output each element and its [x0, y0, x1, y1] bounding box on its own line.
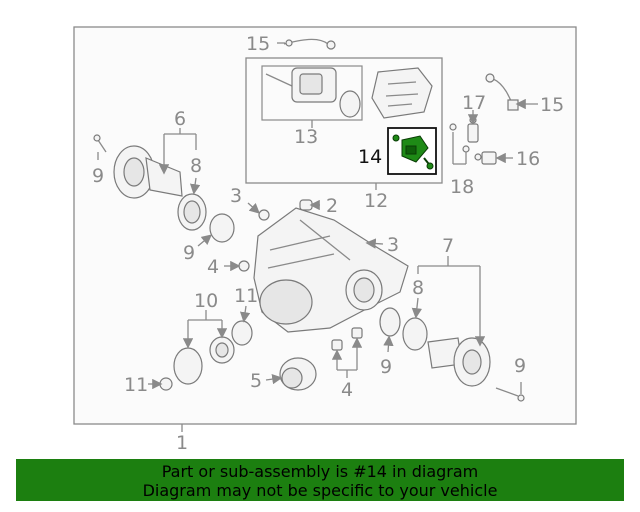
- cover-12: [371, 67, 433, 119]
- label-1: 1: [176, 432, 188, 454]
- footer-line-2: Diagram may not be specific to your vehi…: [142, 481, 498, 500]
- bolt-9-right: [495, 387, 525, 402]
- bolt-3-top: [258, 209, 270, 221]
- label-3-right: 3: [387, 234, 399, 256]
- label-16: 16: [516, 148, 540, 170]
- parts-diagram: 15 15 17 16 18 13 14 12 9 6 8 9 3 2 3 4 …: [73, 26, 577, 454]
- label-4-lower: 4: [341, 379, 353, 401]
- label-3-top: 3: [230, 185, 242, 207]
- label-8-left: 8: [190, 155, 202, 177]
- seal-11-mid: [231, 320, 253, 346]
- label-13: 13: [294, 126, 318, 148]
- differential-housing: [253, 207, 409, 333]
- bolt-4-left: [238, 260, 250, 272]
- label-9-mid-left: 9: [183, 242, 195, 264]
- label-9-mid-right: 9: [380, 356, 392, 378]
- label-6: 6: [174, 108, 186, 130]
- label-2: 2: [326, 195, 338, 217]
- label-11-left: 11: [124, 374, 148, 396]
- pinion-10: [173, 336, 235, 385]
- actuator-13: [265, 67, 361, 118]
- ring-9-left: [209, 213, 235, 243]
- label-15-right: 15: [540, 94, 564, 116]
- label-15-top: 15: [246, 33, 270, 55]
- label-11-mid: 11: [234, 285, 258, 307]
- label-9-right: 9: [514, 355, 526, 377]
- label-9-top-left: 9: [92, 165, 104, 187]
- flange-6-left: [113, 145, 183, 199]
- label-10: 10: [194, 290, 218, 312]
- label-7: 7: [442, 235, 454, 257]
- mount-5: [279, 357, 317, 391]
- sensor-15-top: [283, 38, 336, 50]
- plug-2: [299, 199, 313, 211]
- seal-8-right: [402, 317, 428, 351]
- ring-9-right: [379, 307, 401, 337]
- label-12: 12: [364, 190, 388, 212]
- flange-7-right: [427, 337, 491, 387]
- seal-11-left: [159, 377, 173, 391]
- solenoid-14: [392, 134, 434, 170]
- label-17: 17: [462, 92, 486, 114]
- assembly-12-box: [245, 57, 443, 184]
- label-8-right: 8: [412, 277, 424, 299]
- footer-banner: Part or sub-assembly is #14 in diagram D…: [16, 459, 624, 501]
- label-4-left: 4: [207, 256, 219, 278]
- footer-line-1: Part or sub-assembly is #14 in diagram: [161, 462, 479, 481]
- bolt-9-left: [93, 134, 107, 153]
- label-18: 18: [450, 176, 474, 198]
- label-14: 14: [358, 146, 382, 168]
- label-5: 5: [250, 370, 262, 392]
